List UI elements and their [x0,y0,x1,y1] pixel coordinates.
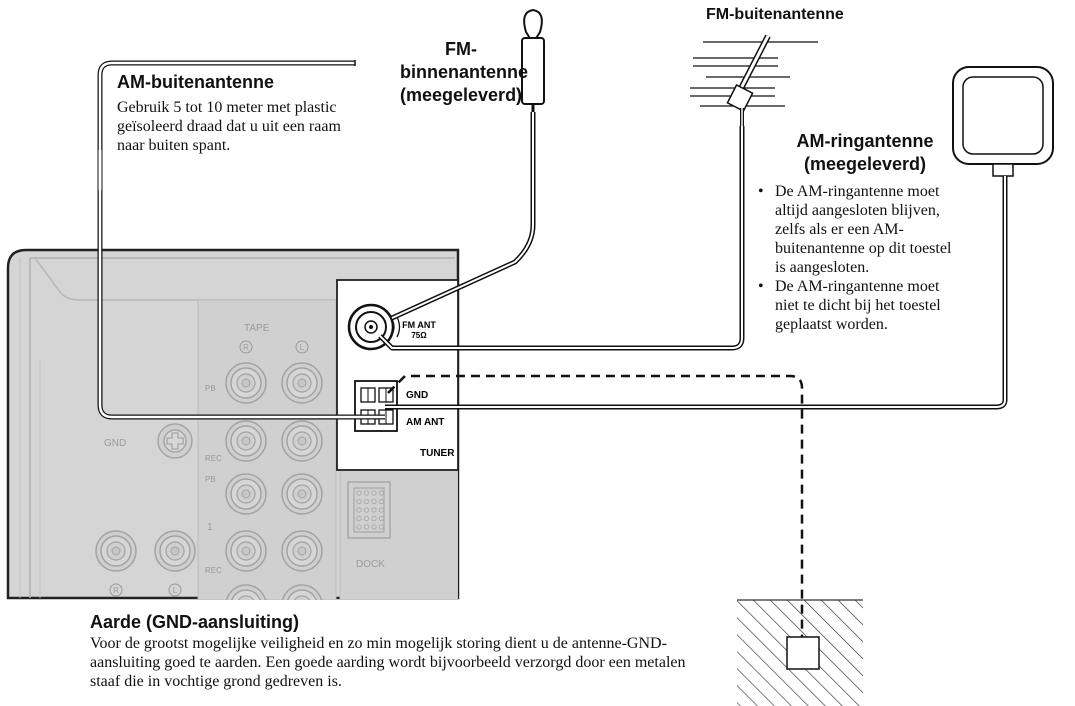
rec-label-1: REC [205,454,222,463]
fm-indoor-line2: binnenantenne [400,62,529,82]
am-loop-line1: AM-ringantenne [796,131,934,151]
gnd-screw [157,423,193,459]
dock-pin [378,498,385,505]
dock-pin [378,507,385,513]
dock-pin [356,524,362,530]
am-loop-note-2: De AM-ringantenne moet niet te dicht bij… [756,277,966,334]
dock-pin [371,515,377,522]
dock-pin [363,524,370,530]
am-loop-antenna [952,66,1054,177]
svg-text:R: R [113,586,119,595]
rca-jack [154,530,196,572]
am-loop-note-1: De AM-ringantenne moet altijd aangeslote… [756,182,966,277]
tuner-label: TUNER [420,448,455,459]
fm-ant-label: FM ANT [402,320,436,330]
dock-pin [378,524,385,530]
rca-jack [281,362,323,404]
am-outdoor-text: Gebruik 5 tot 10 meter met plastic geïso… [117,99,341,154]
fm-indoor-line3: (meegeleverd) [400,85,523,105]
dock-pin [363,515,370,522]
fm-outdoor-antenna [690,34,818,126]
dock-pin [356,515,362,522]
dock-pin [363,507,370,513]
dock-pin [371,524,377,530]
rca-jack [225,584,267,600]
dock-pin [378,490,385,496]
rca-jack [281,584,323,600]
tape-label: TAPE [244,323,270,334]
rca-jack [281,420,323,462]
rca-jack [225,473,267,515]
dock-connector [347,481,391,539]
dock-pin [378,515,385,522]
dock-label: DOCK [356,559,385,570]
num-label-1: 1 [207,522,213,533]
svg-text:L: L [300,343,305,352]
rca-jacks [95,362,323,600]
pb-label-1: PB [205,384,216,393]
earth-ground-symbol [737,599,863,706]
dock-pin [371,498,377,505]
fm-indoor-antenna [521,8,545,112]
ground-title: Aarde (GND-aansluiting) [90,612,300,632]
gnd-terminal-label: GND [406,390,428,401]
fm-ant-ohm: 75Ω [411,331,427,340]
am-loop-notes: De AM-ringantenne moet altijd aangeslote… [756,182,966,334]
dock-pin [356,507,362,513]
dock-pin [363,490,370,496]
tuner-section [336,279,459,471]
pb-label-2: PB [205,475,216,484]
dock-pin [356,490,362,496]
am-outdoor-title: AM-buitenantenne [117,72,274,92]
rca-jack [225,530,267,572]
lower-r-marker: R [109,583,123,597]
fm-indoor-label: FM- binnenantenne (meegeleverd) [400,38,529,107]
rca-jack [95,530,137,572]
dock-pin [371,507,377,513]
dock-pin [371,490,377,496]
tape-l-marker: L [295,340,309,354]
am-ant-terminal-label: AM ANT [406,417,445,428]
ground-text: Voor de grootst mogelijke veiligheid en … [90,635,686,690]
rca-jack [225,420,267,462]
rca-jack [281,473,323,515]
rear-panel: TAPE PB REC PB 1 REC GND DOCK R L R L [6,248,460,600]
lower-l-marker: L [168,583,182,597]
dock-pin [363,498,370,505]
am-loop-title: AM-ringantenne (meegeleverd) [770,130,960,176]
ground-wire [387,374,804,655]
fm-outdoor-title: FM-buitenantenne [706,6,844,23]
dock-pin [356,498,362,505]
fm-indoor-line1: FM- [445,39,477,59]
rca-jack [225,362,267,404]
svg-text:R: R [243,343,249,352]
am-loop-line2: (meegeleverd) [803,154,927,174]
tape-r-marker: R [239,340,253,354]
gnd-label-left: GND [104,438,126,449]
rca-jack [281,530,323,572]
rec-label-2: REC [205,566,222,575]
svg-text:L: L [173,586,178,595]
